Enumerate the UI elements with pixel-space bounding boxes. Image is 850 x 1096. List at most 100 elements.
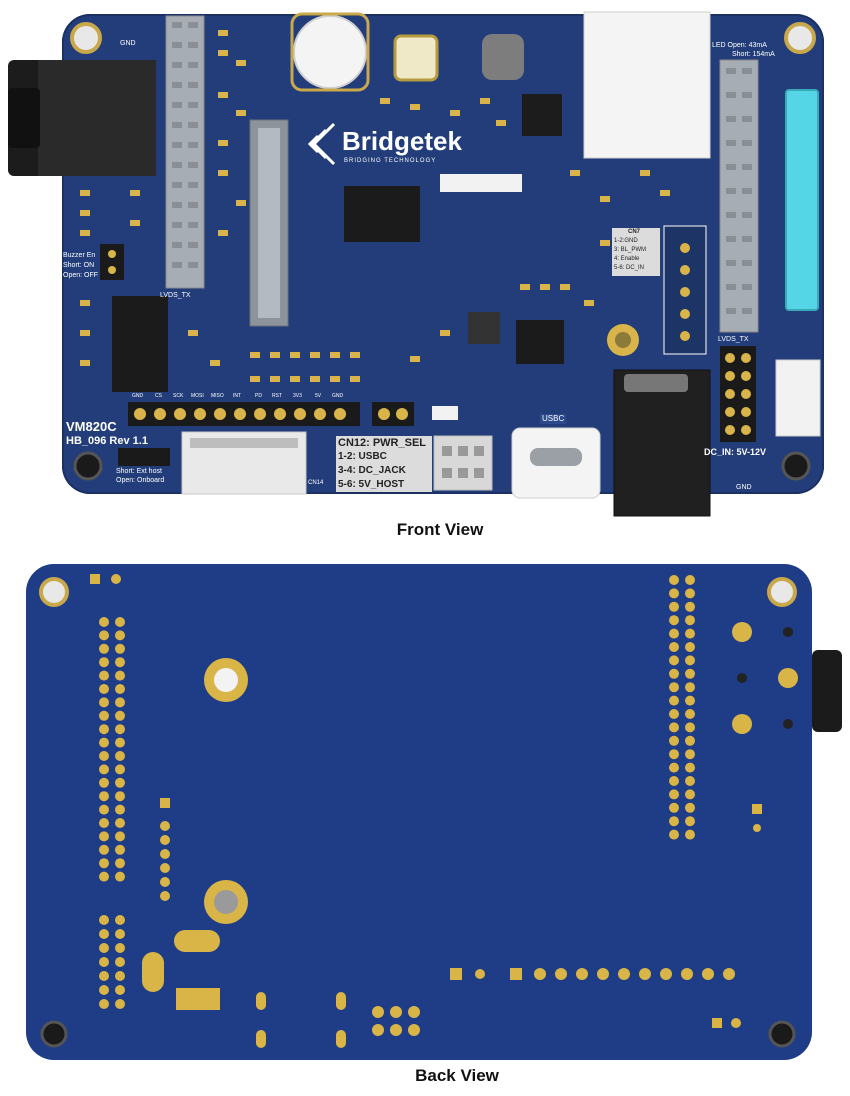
spi-label-8: 3V3 <box>293 393 302 399</box>
back-pin-left-a <box>99 710 109 721</box>
spi-header-row <box>128 402 360 426</box>
back-pin-bl-b <box>115 971 125 981</box>
back-pin-right-b <box>685 722 695 733</box>
spi-label-3: MOSI <box>191 393 204 399</box>
logo-tagline: BRIDGING TECHNOLOGY <box>344 158 437 164</box>
smd-components <box>80 30 670 382</box>
cn7-title: CN7 <box>628 229 641 235</box>
back-pin-bl-b <box>115 929 125 939</box>
back-pin-left-b <box>115 858 125 869</box>
gnd-label-top: GND <box>120 40 136 47</box>
back-pin-mid <box>160 891 170 901</box>
back-pin-right-b <box>685 668 695 679</box>
back-pin-left-b <box>115 617 125 627</box>
spi-label-9: 5V <box>315 393 322 399</box>
back-pin-left-a <box>99 630 109 641</box>
back-pin-row <box>576 968 588 980</box>
back-pin-mid <box>160 849 170 859</box>
back-pin-right-a <box>669 749 679 760</box>
back-pin-right-a <box>669 615 679 626</box>
dc-jack <box>613 369 711 517</box>
back-pin-right-b <box>685 695 695 706</box>
back-pin-row <box>618 968 630 980</box>
back-pin-bl-b <box>115 943 125 953</box>
pwr-sel-opt2: 3-4: DC_JACK <box>338 465 406 476</box>
mounting-hole-tr <box>784 22 816 54</box>
cyan-connector <box>785 89 819 311</box>
white-connector-right <box>775 359 821 437</box>
board-name: VM820C <box>66 419 117 434</box>
back-pin-left-b <box>115 710 125 721</box>
back-pin-bl-a <box>99 915 109 925</box>
back-pin-left-b <box>115 630 125 641</box>
gnd-label-bottom: GND <box>736 484 752 491</box>
back-pin-right-a <box>669 709 679 719</box>
spi-label-4: MISO <box>211 393 224 399</box>
header-left-pins <box>172 22 198 268</box>
back-view-caption: Back View <box>415 1066 499 1085</box>
back-pin-left-b <box>115 697 125 708</box>
lvds-tx-label-right: LVDS_TX <box>718 336 749 343</box>
back-pin-left-b <box>115 737 125 748</box>
back-pin-right-b <box>685 749 695 760</box>
back-pin-left-a <box>99 643 109 654</box>
back-pin-left-a <box>99 697 109 708</box>
back-pin-left-b <box>115 844 125 855</box>
back-pin-right-a <box>669 816 679 827</box>
back-pin-right-a <box>669 802 679 813</box>
ext-host-label-1: Short: Ext host <box>116 468 162 475</box>
back-pin-right-a <box>669 762 679 773</box>
back-pin-left-b <box>115 818 125 828</box>
back-pin-left-b <box>115 643 125 654</box>
back-pin-bl-a <box>99 929 109 939</box>
sd-card-slot <box>583 11 711 159</box>
back-pin-right-b <box>685 802 695 813</box>
back-pin-right-b <box>685 615 695 626</box>
spi-label-10: GND <box>332 393 344 399</box>
back-pin-right-b <box>685 682 695 693</box>
back-pin-left-a <box>99 844 109 855</box>
main-ic <box>344 186 420 242</box>
back-pin-right-a <box>669 642 679 652</box>
back-pin-bl-a <box>99 957 109 967</box>
back-pin-left-a <box>99 831 109 842</box>
back-pin-right-b <box>685 789 695 800</box>
spi-label-1: CS <box>155 393 162 399</box>
back-pin-right-a <box>669 695 679 706</box>
mounting-hole-tl <box>70 22 102 54</box>
back-pin-left-b <box>115 791 125 802</box>
back-pin-left-a <box>99 684 109 694</box>
back-pin-right-a <box>669 575 679 585</box>
back-pin-bl-a <box>99 999 109 1009</box>
back-pin-left-b <box>115 657 125 668</box>
back-pin-left-a <box>99 871 109 882</box>
back-pin-left-b <box>115 724 125 735</box>
back-pin-right-small <box>753 824 761 832</box>
led-label-1: LED Open: 43mA <box>712 42 767 49</box>
back-pin-right-a <box>669 776 679 786</box>
back-pin-right-a <box>669 655 679 666</box>
back-pin-left-b <box>115 684 125 694</box>
ext-host-jumper <box>118 448 170 466</box>
back-pin-right-a <box>669 588 679 599</box>
label-area <box>440 174 522 192</box>
pwr-sel-opt1: 1-2: USBC <box>338 451 387 462</box>
back-pin-mid <box>160 877 170 887</box>
back-pin-right-b <box>685 762 695 773</box>
back-pin-left-a <box>99 804 109 815</box>
inductor <box>482 34 524 80</box>
back-pin-left-a <box>99 818 109 828</box>
back-pin-bl-a <box>99 943 109 953</box>
back-pin-bl-a <box>99 971 109 981</box>
back-pin-right-b <box>685 575 695 585</box>
back-pin-left-b <box>115 777 125 788</box>
back-pin-right-b <box>685 816 695 827</box>
back-pin-bl-b <box>115 985 125 995</box>
back-pin-right-b <box>685 655 695 666</box>
spi-label-2: SCK <box>173 393 184 399</box>
front-board-components <box>8 11 821 517</box>
back-pin-left-a <box>99 777 109 788</box>
buzzer-label-1: Buzzer En <box>63 252 96 259</box>
